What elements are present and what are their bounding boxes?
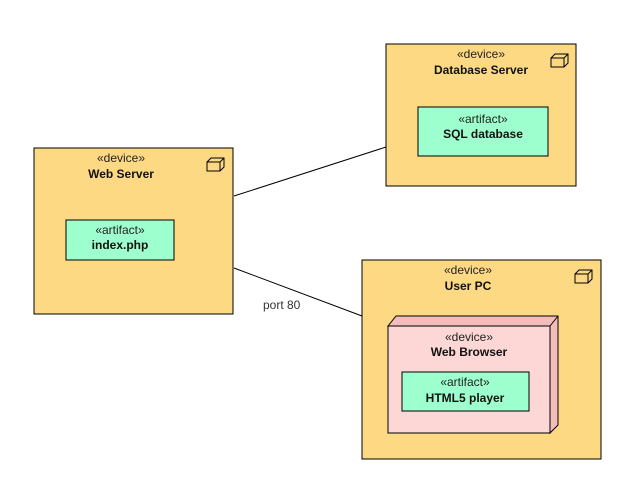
database-server-node[interactable]: «device» Database Server «artifact» SQL … bbox=[385, 43, 577, 187]
web-server-node[interactable]: «device» Web Server «artifact» index.php bbox=[33, 147, 234, 315]
user-pc-node[interactable]: «device» User PC «device» Web Browser «a… bbox=[361, 259, 602, 460]
connection-label-port: port 80 bbox=[263, 298, 301, 312]
web-browser-stereotype: «device» bbox=[445, 330, 493, 344]
web-browser-name: Web Browser bbox=[431, 345, 508, 359]
html5-player-stereotype: «artifact» bbox=[440, 375, 490, 389]
node-icon bbox=[206, 157, 225, 172]
index-php-artifact[interactable]: «artifact» index.php bbox=[65, 219, 175, 261]
index-php-name: index.php bbox=[92, 238, 149, 252]
web-server-stereotype: «device» bbox=[97, 151, 145, 165]
sql-database-name: SQL database bbox=[443, 127, 523, 141]
sql-database-artifact[interactable]: «artifact» SQL database bbox=[417, 106, 549, 157]
node-icon bbox=[574, 269, 593, 284]
user-pc-name: User PC bbox=[445, 279, 492, 293]
user-pc-stereotype: «device» bbox=[444, 263, 492, 277]
database-server-stereotype: «device» bbox=[457, 47, 505, 61]
node-icon bbox=[550, 53, 569, 68]
index-php-stereotype: «artifact» bbox=[95, 223, 145, 237]
connection-web-to-userpc bbox=[233, 267, 363, 317]
web-server-name: Web Server bbox=[88, 167, 154, 181]
database-server-name: Database Server bbox=[434, 63, 528, 77]
connection-web-to-database bbox=[233, 146, 387, 197]
web-browser-node[interactable]: «device» Web Browser «artifact» HTML5 pl… bbox=[386, 315, 559, 435]
html5-player-name: HTML5 player bbox=[426, 391, 505, 405]
html5-player-artifact[interactable]: «artifact» HTML5 player bbox=[401, 371, 530, 412]
sql-database-stereotype: «artifact» bbox=[458, 112, 508, 126]
